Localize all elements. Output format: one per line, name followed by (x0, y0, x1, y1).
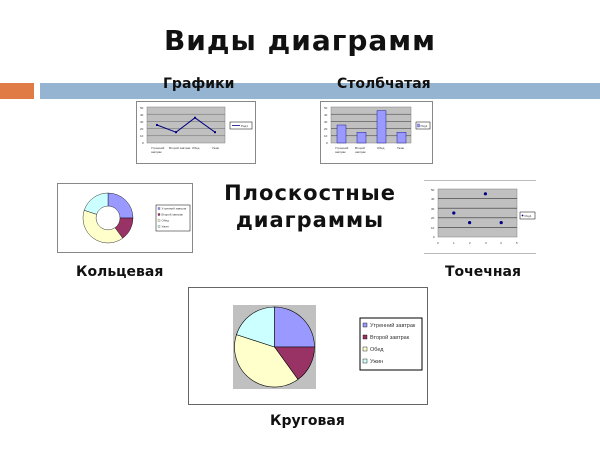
svg-text:Второй завтрак: Второй завтрак (162, 213, 184, 217)
svg-text:5: 5 (516, 241, 518, 245)
slide-title: Виды диаграмм (163, 24, 437, 57)
svg-text:Утренний: Утренний (335, 146, 349, 150)
svg-text:Второй завтрак: Второй завтрак (169, 146, 191, 150)
svg-text:Второй: Второй (355, 146, 365, 150)
svg-text:1: 1 (453, 241, 455, 245)
svg-text:50: 50 (140, 106, 144, 110)
svg-text:10: 10 (140, 134, 144, 138)
svg-text:40: 40 (431, 197, 435, 201)
svg-text:0: 0 (142, 141, 144, 145)
svg-text:Утренний завтрак: Утренний завтрак (162, 207, 187, 211)
label-scatter-chart: Точечная (445, 264, 521, 280)
label-pie-chart: Круговая (270, 413, 345, 429)
svg-text:Ужин: Ужин (397, 146, 404, 150)
scatter-chart-thumbnail: 50 40 30 20 10 0 0 1 2 3 4 5 Ряд1 (424, 180, 536, 254)
svg-text:20: 20 (324, 127, 328, 131)
svg-text:20: 20 (431, 216, 435, 220)
svg-text:30: 30 (324, 120, 328, 124)
svg-text:30: 30 (140, 120, 144, 124)
svg-text:Обед: Обед (162, 219, 170, 223)
scatter-chart-svg: 50 40 30 20 10 0 0 1 2 3 4 5 Ряд1 (431, 188, 536, 245)
svg-text:Обед: Обед (377, 146, 385, 150)
svg-text:завтрак: завтрак (355, 150, 366, 154)
label-donut-chart: Кольцевая (76, 264, 164, 280)
svg-text:Утренний завтрак: Утренний завтрак (370, 322, 416, 329)
svg-text:Ужин: Ужин (162, 225, 169, 229)
pie-chart-thumbnail: Утренний завтрак Второй завтрак Обед Ужи… (188, 287, 428, 405)
svg-text:Обед: Обед (370, 347, 384, 353)
center-heading-line1: Плоскостные (224, 181, 396, 205)
svg-text:2: 2 (469, 241, 471, 245)
svg-text:40: 40 (140, 113, 144, 117)
svg-text:0: 0 (433, 235, 435, 239)
svg-text:10: 10 (324, 134, 328, 138)
svg-text:Утренний: Утренний (151, 146, 165, 150)
svg-text:10: 10 (431, 226, 435, 230)
svg-text:50: 50 (324, 106, 328, 110)
svg-text:завтрак: завтрак (335, 150, 346, 154)
svg-text:4: 4 (500, 241, 502, 245)
center-heading: Плоскостные диаграммы (205, 180, 415, 234)
svg-text:завтрак: завтрак (151, 150, 162, 154)
svg-text:Ряд1: Ряд1 (241, 124, 248, 128)
svg-text:0: 0 (437, 241, 439, 245)
svg-text:3: 3 (485, 241, 487, 245)
svg-text:30: 30 (431, 207, 435, 211)
pie-chart-svg: Утренний завтрак Второй завтрак Обед Ужи… (233, 305, 423, 389)
donut-chart-thumbnail: Утренний завтрак Второй завтрак Обед Ужи… (57, 183, 193, 253)
svg-text:50: 50 (431, 188, 435, 192)
center-heading-line2: диаграммы (235, 208, 385, 232)
svg-text:Ужин: Ужин (212, 146, 219, 150)
accent-bar-orange (0, 83, 34, 99)
accent-bar-blue (40, 83, 600, 99)
svg-text:Ужин: Ужин (370, 359, 383, 365)
svg-text:Второй завтрак: Второй завтрак (370, 334, 410, 341)
svg-text:Обед: Обед (192, 146, 200, 150)
label-line-chart: Графики (163, 76, 235, 92)
label-bar-chart: Столбчатая (337, 76, 431, 92)
donut-chart-svg: Утренний завтрак Второй завтрак Обед Ужи… (82, 192, 191, 244)
svg-text:20: 20 (140, 127, 144, 131)
svg-text:Ряд1: Ряд1 (525, 214, 532, 218)
svg-text:0: 0 (326, 141, 328, 145)
svg-text:40: 40 (324, 113, 328, 117)
svg-text:Ряд1: Ряд1 (421, 124, 428, 128)
